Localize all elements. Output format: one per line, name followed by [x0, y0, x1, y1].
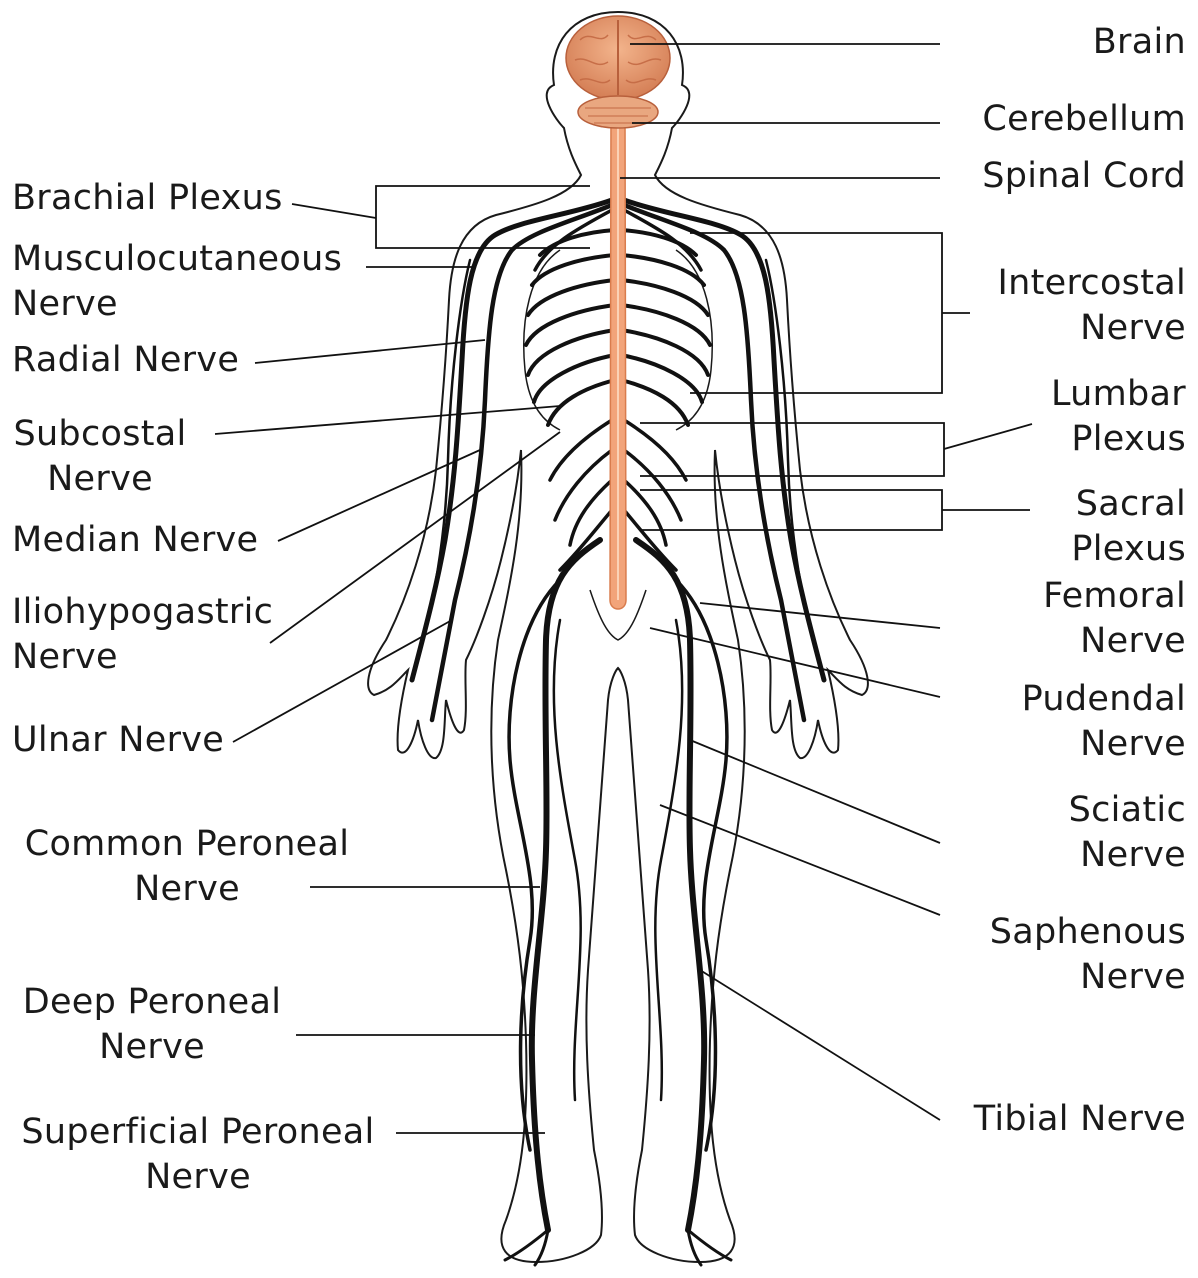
label-tibial-nerve: Tibial Nerve	[974, 1097, 1186, 1142]
label-brain: Brain	[1093, 20, 1186, 65]
brain	[566, 16, 670, 128]
spinal-cord	[610, 110, 626, 609]
label-ulnar-nerve: Ulnar Nerve	[12, 718, 224, 763]
label-radial-nerve: Radial Nerve	[12, 338, 239, 383]
label-cerebellum: Cerebellum	[982, 97, 1186, 142]
label-median-nerve: Median Nerve	[12, 518, 258, 563]
label-brachial-plexus: Brachial Plexus	[12, 176, 283, 221]
label-spinal-cord: Spinal Cord	[982, 154, 1186, 199]
